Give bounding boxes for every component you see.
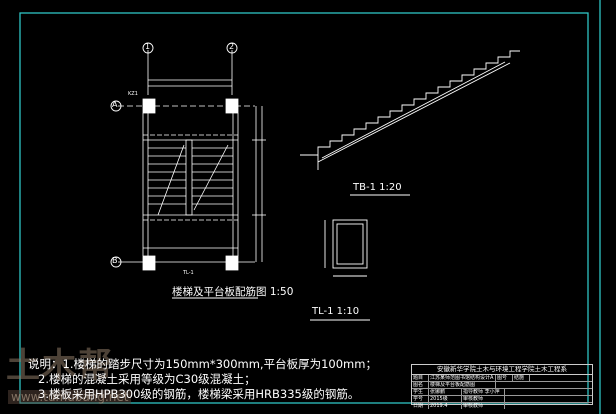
stair-treads: [148, 147, 233, 205]
cell: 指导教师 李小萍: [462, 389, 505, 395]
cell: 图号: [496, 375, 513, 381]
cell: 学号: [412, 396, 429, 402]
cell: 审核教师: [462, 396, 505, 402]
title-block-row: 日期 2019.4 审核教师: [412, 403, 592, 409]
note-line: 说明：1.楼梯的踏步尺寸为150mm*300mm,平台板厚为100mm；: [28, 357, 377, 371]
cell: 张娜鹏: [429, 389, 462, 395]
tb1-title: TB-1 1:20: [353, 182, 402, 193]
title-block-header: 安徽新华学院土木与环境工程学院土木工程系: [412, 365, 592, 375]
cell: 2019.4: [429, 403, 462, 409]
cell: 结施: [513, 375, 530, 381]
axis-label-a: A: [112, 100, 118, 109]
note-line: 3.楼板采用HPB300级的钢筋，楼梯梁采用HRB335级的钢筋。: [38, 387, 360, 401]
title-block-row: 学号 2015级 审核教师: [412, 396, 592, 403]
column-label: KZ1: [128, 91, 138, 97]
title-block-row: 学生 张娜鹏 指导教师 李小萍: [412, 389, 592, 396]
axis-label-2: 2: [229, 42, 235, 51]
design-notes: 说明：1.楼梯的踏步尺寸为150mm*300mm,平台板厚为100mm； 2.楼…: [28, 357, 377, 402]
cell: 审核教师: [462, 403, 505, 409]
cell: 题目: [412, 375, 429, 381]
stair-section-tb1: [300, 50, 520, 170]
cell: 2015级: [429, 396, 462, 402]
stair-plan: [118, 50, 266, 271]
cell: 日期: [412, 403, 429, 409]
title-block-row: 题目 江苏某师范图书馆结构设计A 图号 结施: [412, 375, 592, 382]
cell: 图名: [412, 382, 429, 388]
drawing-frame: [19, 0, 601, 414]
beam-section-tl1: [324, 219, 368, 277]
beam-label: TL-1: [183, 270, 194, 276]
plan-title: 楼梯及平台板配筋图 1:50: [172, 286, 294, 298]
watermark-logo: 土木帮: [6, 346, 114, 386]
cell: 学生: [412, 389, 429, 395]
axis-label-1: 1: [145, 42, 151, 51]
watermark-url: www.tumubang.net: [8, 390, 132, 404]
note-line: 2.楼梯的混凝土采用等级为C30级混凝土；: [38, 372, 256, 386]
cell: 江苏某师范图书馆结构设计A: [429, 375, 496, 381]
cell: 楼梯及平台板配筋图: [429, 382, 496, 388]
title-block: 安徽新华学院土木与环境工程学院土木工程系 题目 江苏某师范图书馆结构设计A 图号…: [411, 364, 593, 409]
axis-bubbles: [110, 42, 238, 268]
axis-label-b: B: [112, 256, 118, 265]
tl1-title: TL-1 1:10: [312, 306, 360, 317]
title-block-row: 图名 楼梯及平台板配筋图: [412, 382, 592, 389]
